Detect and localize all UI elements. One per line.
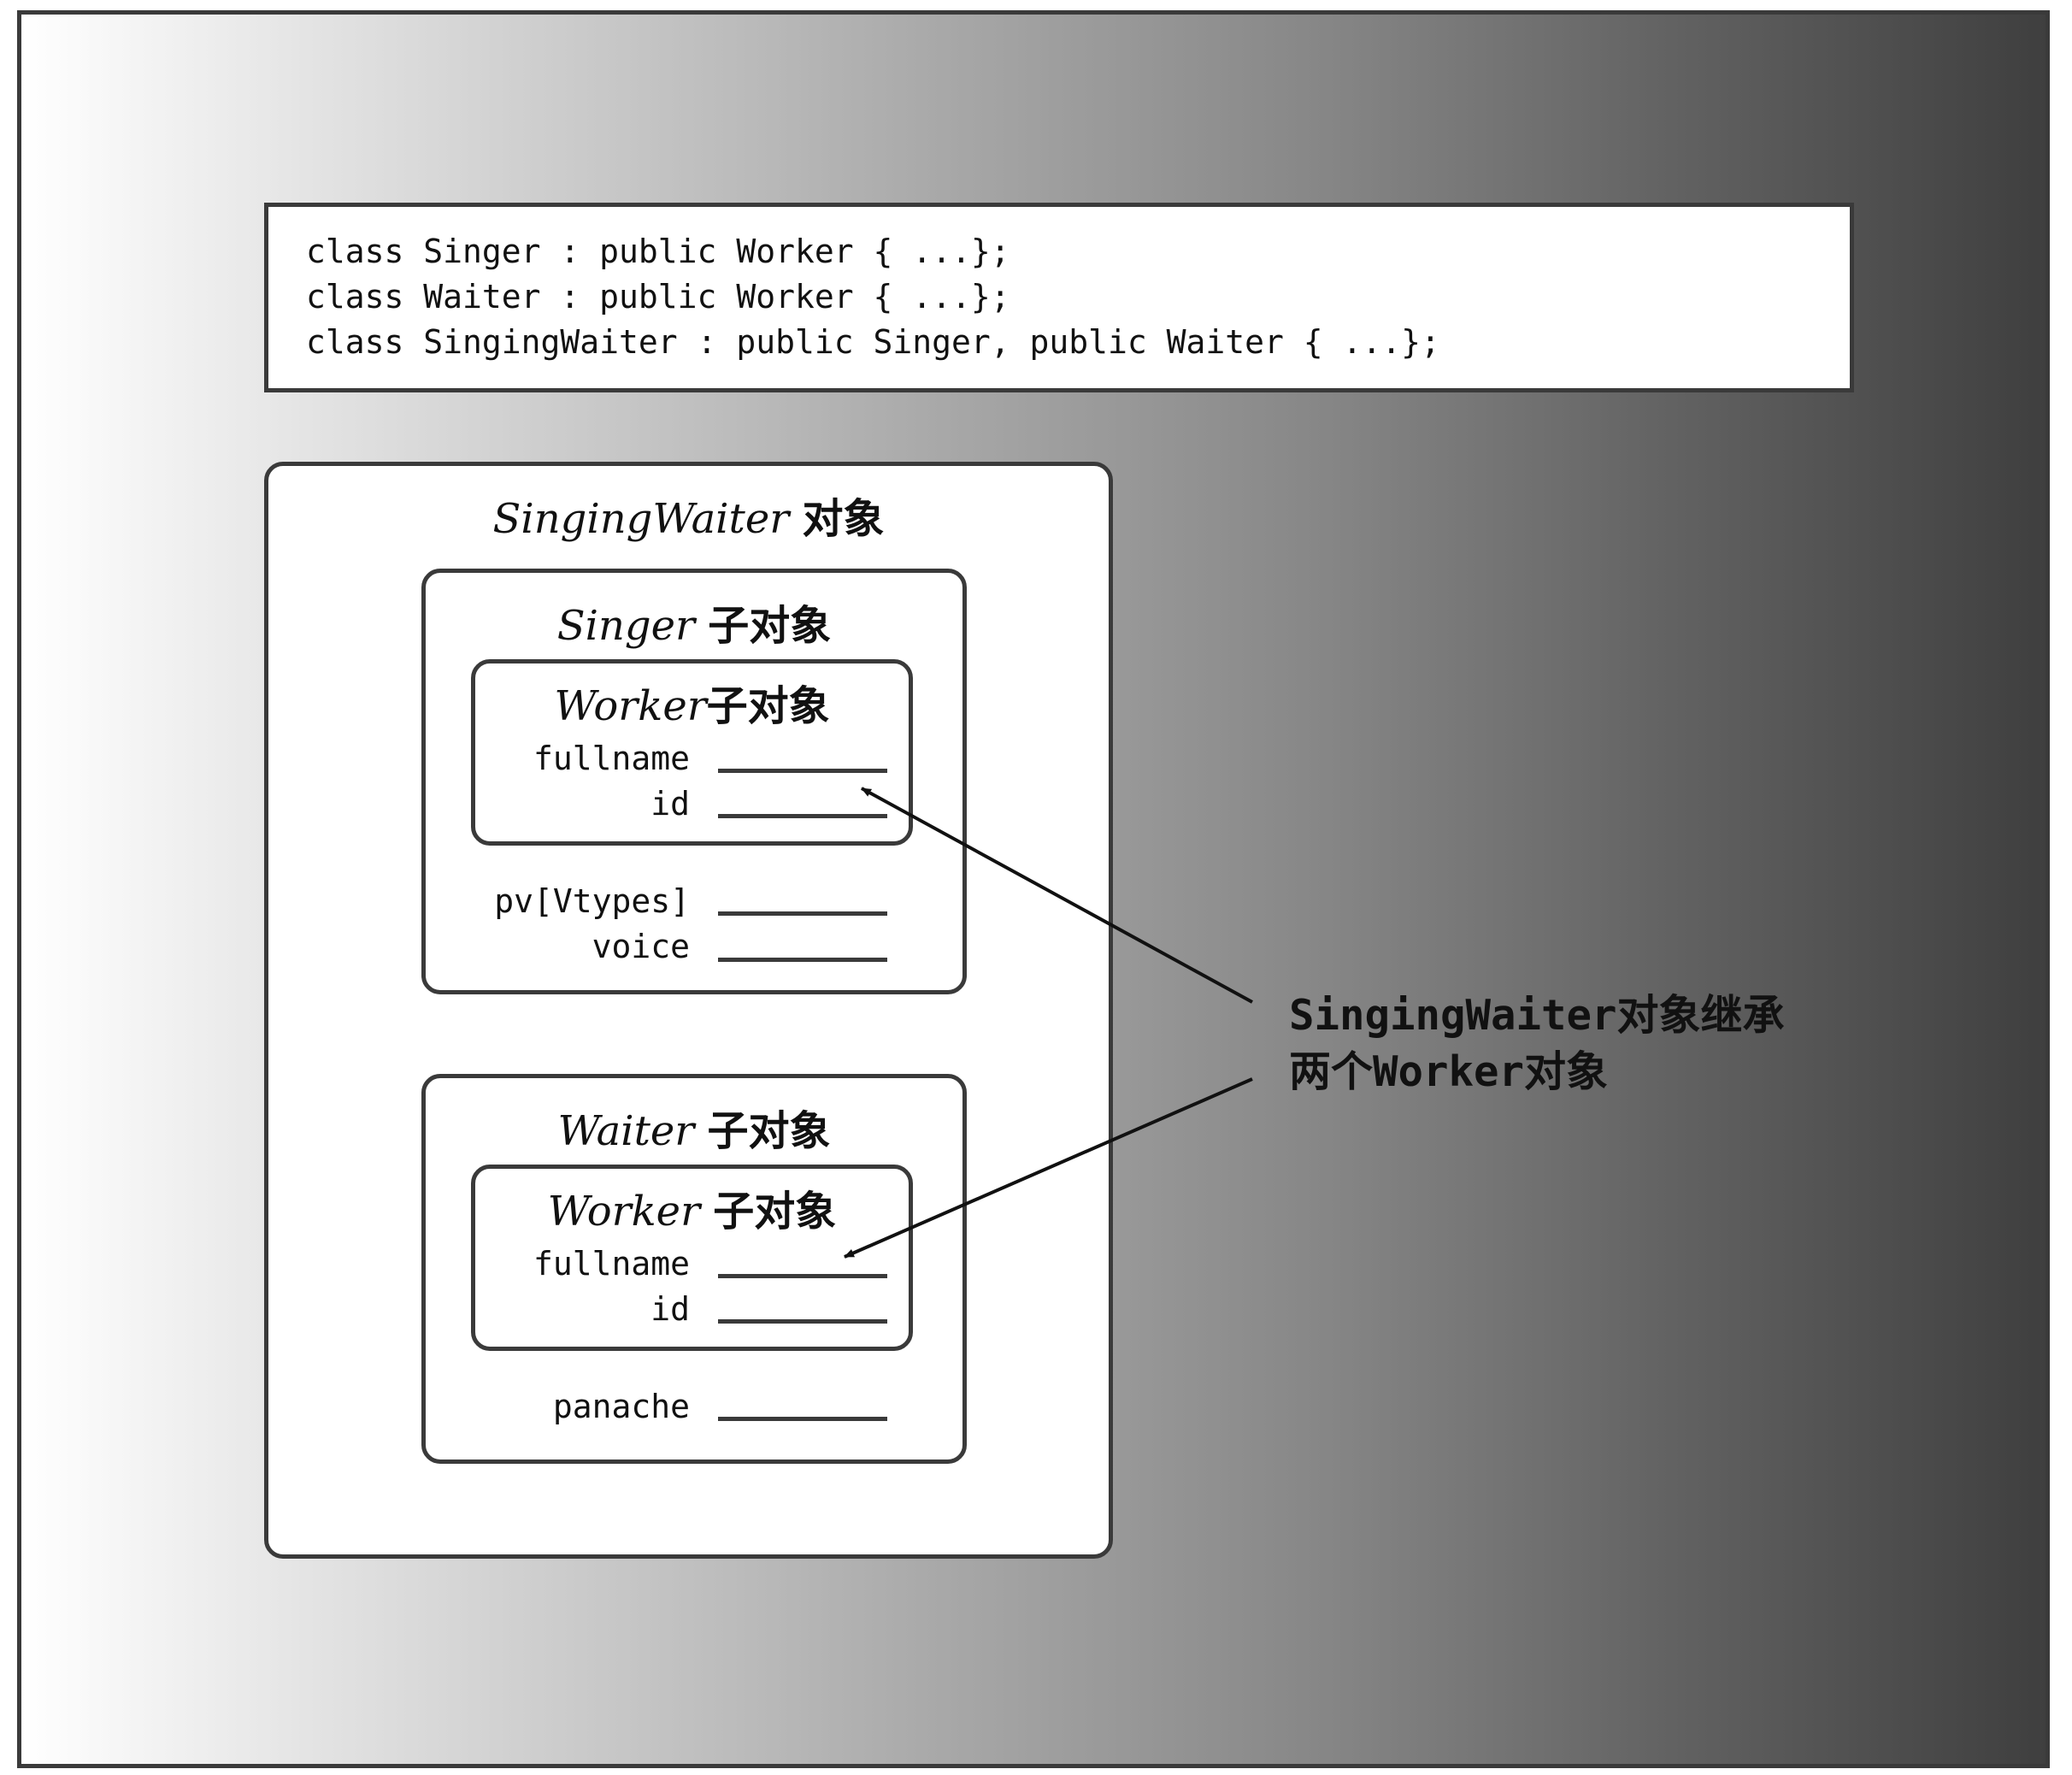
field-value-line [718, 1319, 887, 1324]
field-value-line [718, 769, 887, 773]
subobject-label: 子对象 [708, 602, 832, 650]
waiter-subobject-title: Waiter 子对象 [426, 1097, 962, 1157]
class-name: SingingWaiter [492, 495, 790, 543]
annotation-text: SingingWaiter对象继承 两个Worker对象 [1289, 988, 1785, 1100]
subobject-label: 子对象 [713, 1188, 837, 1235]
field-value-line [718, 814, 887, 818]
class-name: Worker [554, 682, 707, 730]
field-value-line [718, 1274, 887, 1278]
field-voice: voice [592, 928, 690, 965]
annotation-line: SingingWaiter对象继承 [1289, 991, 1785, 1040]
code-line: class SingingWaiter : public Singer, pub… [306, 323, 1440, 361]
subobject-label: 子对象 [707, 1107, 831, 1155]
code-line: class Singer : public Worker { ...}; [306, 233, 1010, 270]
class-name: Waiter [557, 1107, 695, 1155]
field-value-line [718, 958, 887, 962]
code-box: class Singer : public Worker { ...}; cla… [264, 203, 1854, 392]
arrow-to-waiter-worker [844, 1077, 1253, 1259]
field-fullname: fullname [533, 740, 690, 777]
subobject-label: 子对象 [706, 682, 830, 730]
object-label: 对象 [802, 495, 885, 543]
field-id: id [650, 1290, 690, 1328]
class-name: Singer [556, 602, 695, 650]
singer-subobject-title: Singer 子对象 [426, 592, 962, 652]
code-line: class Waiter : public Worker { ...}; [306, 278, 1010, 315]
singingwaiter-object-title: SingingWaiter 对象 [268, 485, 1109, 545]
field-value-line [718, 1417, 887, 1421]
field-value-line [718, 911, 887, 916]
worker-subobject-title: Worker子对象 [475, 672, 909, 732]
waiter-worker-subobject-box: Worker 子对象 [471, 1165, 913, 1351]
field-pv-vtypes: pv[Vtypes] [494, 882, 690, 920]
worker-subobject-title: Worker 子对象 [475, 1177, 909, 1237]
field-panache: panache [552, 1388, 690, 1425]
field-fullname: fullname [533, 1245, 690, 1283]
field-id: id [650, 785, 690, 823]
annotation-line: 两个Worker对象 [1289, 1047, 1609, 1096]
arrow-to-singer-worker [861, 787, 1253, 1004]
class-name: Worker [547, 1188, 701, 1235]
